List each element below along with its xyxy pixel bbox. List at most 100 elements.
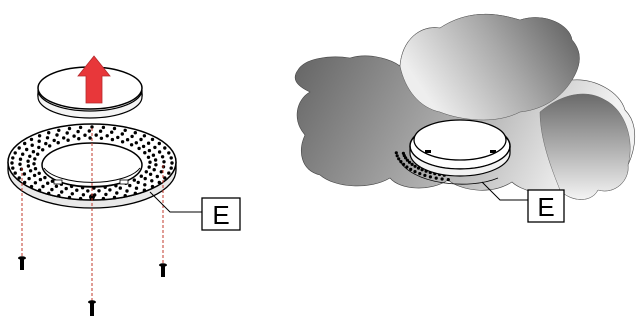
perforation-dot [10, 161, 14, 165]
perforation-dot [134, 141, 138, 145]
perforation-dot [17, 176, 21, 180]
perforation-dot [65, 131, 69, 135]
perforation-dot [142, 134, 147, 138]
perforation-dot [416, 166, 421, 170]
perforation-dot [155, 174, 159, 179]
perforation-dot [87, 129, 92, 133]
perforation-dot [88, 136, 92, 140]
perforation-dot [32, 162, 36, 166]
perforation-dot [133, 191, 137, 195]
perforation-dot [144, 170, 148, 174]
screw-icon [18, 256, 26, 270]
perforation-dot [397, 157, 401, 161]
perforation-dot [67, 126, 72, 131]
perforation-dot [37, 145, 41, 150]
perforation-dot [153, 145, 157, 150]
perforation-dot [159, 170, 163, 174]
perforation-dot [143, 183, 147, 187]
perforation-dot [129, 143, 134, 147]
perforation-dot [19, 167, 24, 171]
perforation-dot [86, 189, 90, 193]
callout-label-e: E [212, 200, 229, 230]
perforation-dot [18, 157, 23, 161]
perforation-dot [399, 160, 403, 164]
perforation-dot [45, 136, 50, 140]
callout-label-e: E [537, 192, 554, 222]
perforation-dot [146, 155, 151, 159]
perforation-dot [98, 129, 103, 133]
perforation-dot [141, 144, 146, 149]
perforation-dot [43, 175, 47, 180]
perforation-dot [29, 184, 34, 189]
perforation-dot [94, 133, 98, 137]
perforation-dot [41, 184, 45, 189]
perforation-dot [125, 189, 129, 193]
perforation-dot [423, 173, 427, 177]
perforation-dot [83, 133, 87, 137]
screw-icon [159, 263, 167, 277]
perforation-dot [76, 129, 80, 134]
perforation-dot [147, 165, 151, 169]
left-panel: E [7, 55, 241, 316]
perforation-dot [163, 176, 167, 180]
perforation-dot [66, 138, 70, 142]
perforation-dot [163, 146, 167, 150]
perforation-dot [152, 168, 156, 172]
perforation-dot [394, 151, 398, 155]
perforation-dot [78, 196, 83, 201]
perforation-dot [146, 141, 151, 145]
perforation-dot [440, 177, 444, 181]
perforation-dot [116, 135, 120, 140]
perforation-dot [23, 180, 27, 185]
perforation-dot [60, 190, 64, 194]
perforation-dot [11, 156, 15, 160]
perforation-dot [401, 151, 405, 155]
perforation-dot [150, 179, 154, 183]
perforation-dot [90, 125, 94, 129]
perforation-dot [57, 194, 61, 198]
perforation-dot [157, 150, 162, 154]
perforation-dot [139, 174, 143, 178]
perforation-dot [47, 191, 51, 195]
perforation-dot [72, 134, 76, 138]
perforation-dot [28, 154, 32, 158]
perforation-dot [118, 186, 123, 190]
perforation-dot [446, 178, 450, 182]
lift-arrow-icon [77, 55, 111, 104]
perforation-dot [50, 187, 54, 192]
perforation-dot [148, 172, 153, 176]
perforation-dot [46, 181, 50, 185]
perforation-dot [97, 189, 101, 193]
perforation-dot [105, 134, 109, 138]
perforation-dot [148, 160, 152, 164]
perforation-dot [28, 169, 33, 173]
perforation-dot [128, 183, 132, 188]
perforation-dot [37, 171, 41, 175]
perforation-dot [154, 163, 158, 167]
perforation-dot [153, 158, 158, 162]
perforation-dot [150, 137, 155, 142]
installed-cap [409, 119, 511, 177]
perforation-dot [62, 136, 66, 140]
perforation-dot [120, 140, 125, 144]
perforation-dot [410, 162, 414, 166]
perforation-dot [101, 196, 106, 201]
perforation-dot [99, 136, 104, 140]
perforation-dot [169, 166, 173, 170]
perforation-dot [23, 141, 27, 146]
perforation-dot [77, 137, 81, 141]
perforation-dot [409, 167, 413, 171]
perforation-dot [13, 171, 17, 175]
perforation-dot [402, 162, 406, 166]
perforation-dot [36, 152, 40, 156]
perforation-dot [169, 156, 173, 160]
perforation-dot [22, 172, 27, 176]
perforation-dot [162, 160, 166, 164]
perforation-dot [30, 143, 34, 147]
perforation-dot [56, 141, 60, 145]
perforation-dot [81, 193, 86, 197]
perforation-dot [37, 134, 42, 138]
perforation-dot [405, 158, 409, 162]
perforation-dot [147, 148, 152, 153]
perforation-dot [54, 184, 59, 188]
